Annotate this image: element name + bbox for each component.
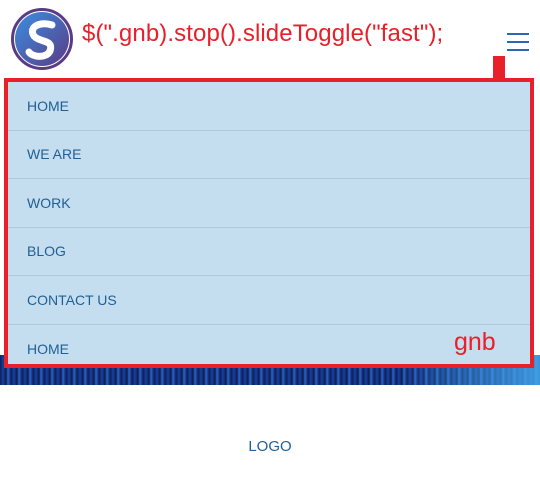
hamburger-menu-button[interactable] [507, 32, 529, 52]
gnb-item-home[interactable]: HOME [8, 82, 530, 131]
annotation-gnb-label: gnb [454, 328, 496, 356]
gnb-item-work[interactable]: WORK [8, 179, 530, 228]
gnb-item-label: WE ARE [27, 146, 82, 163]
gnb-item-label: BLOG [27, 243, 66, 260]
annotation-code-text: $(".gnb).stop().slideToggle("fast"); [82, 20, 444, 47]
gnb-item-label: HOME [27, 97, 69, 114]
menu-bar [507, 33, 529, 35]
gnb-item-blog[interactable]: BLOG [8, 228, 530, 276]
gnb-item-contact-us[interactable]: CONTACT US [8, 276, 530, 325]
gnb-item-label: WORK [27, 194, 71, 211]
menu-bar [507, 49, 529, 51]
gnb-item-label: CONTACT US [27, 291, 117, 308]
gnb-menu: HOME WE ARE WORK BLOG CONTACT US HOME gn… [4, 78, 534, 368]
gnb-item-home-2[interactable]: HOME [8, 325, 530, 374]
logo-icon[interactable] [11, 8, 73, 70]
header: $(".gnb).stop().slideToggle("fast"); [0, 0, 540, 76]
footer-logo-link[interactable]: LOGO [248, 438, 292, 455]
menu-bar [507, 41, 529, 43]
gnb-item-we-are[interactable]: WE ARE [8, 131, 530, 179]
gnb-item-label: HOME [27, 340, 69, 357]
